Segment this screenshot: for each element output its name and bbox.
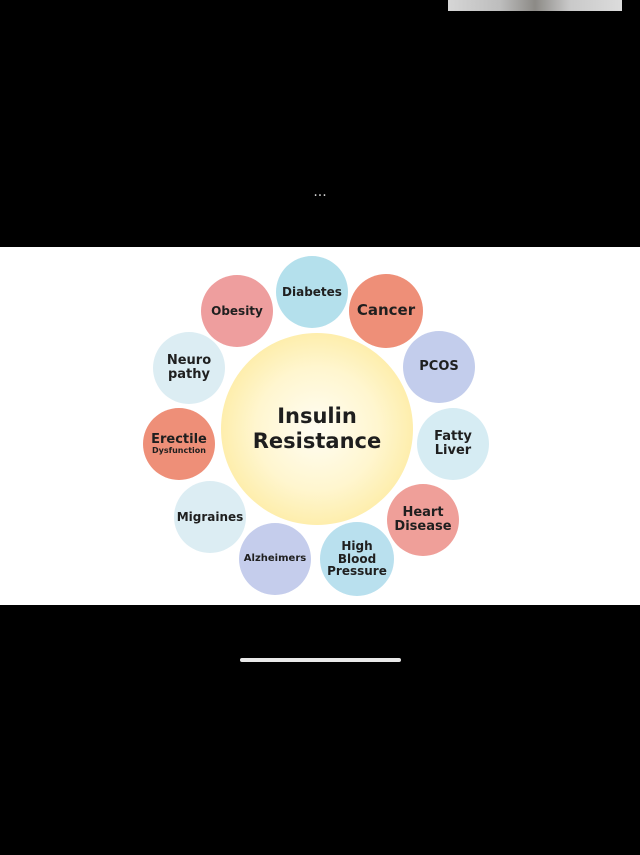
node-cancer: Cancer (349, 274, 423, 348)
node-label: Heart Disease (394, 505, 452, 534)
node-label: PCOS (419, 359, 459, 375)
home-indicator[interactable] (240, 658, 401, 662)
center-label: Insulin Resistance (252, 404, 382, 453)
more-options-icon[interactable]: ... (313, 184, 327, 200)
node-alzheimers: Alzheimers (239, 523, 311, 595)
node-label-main: Erectile (151, 431, 207, 447)
shared-slide: Insulin Resistance Diabetes Cancer PCOS … (0, 247, 640, 605)
node-erectile-dysfunction: Erectile Dysfunction (143, 408, 215, 480)
insulin-resistance-diagram: Insulin Resistance Diabetes Cancer PCOS … (0, 247, 640, 605)
node-label: Fatty Liver (434, 429, 472, 458)
node-label: Cancer (356, 301, 416, 320)
node-neuropathy: Neuro pathy (153, 332, 225, 404)
node-label: Neuro pathy (166, 353, 212, 382)
node-pcos: PCOS (403, 331, 475, 403)
participant-video-thumbnail[interactable] (448, 0, 622, 11)
node-migraines: Migraines (174, 481, 246, 553)
center-circle: Insulin Resistance (221, 333, 413, 525)
node-sublabel: Dysfunction (151, 446, 206, 456)
node-label: Erectile Dysfunction (151, 419, 207, 469)
node-obesity: Obesity (201, 275, 273, 347)
node-label: Migraines (176, 509, 244, 524)
node-high-blood-pressure: High Blood Pressure (320, 522, 394, 596)
node-label: Alzheimers (243, 552, 307, 564)
node-fatty-liver: Fatty Liver (417, 408, 489, 480)
node-label: Obesity (211, 303, 263, 318)
node-label: High Blood Pressure (327, 539, 387, 579)
node-heart-disease: Heart Disease (387, 484, 459, 556)
node-diabetes: Diabetes (276, 256, 348, 328)
node-label: Diabetes (282, 284, 342, 299)
